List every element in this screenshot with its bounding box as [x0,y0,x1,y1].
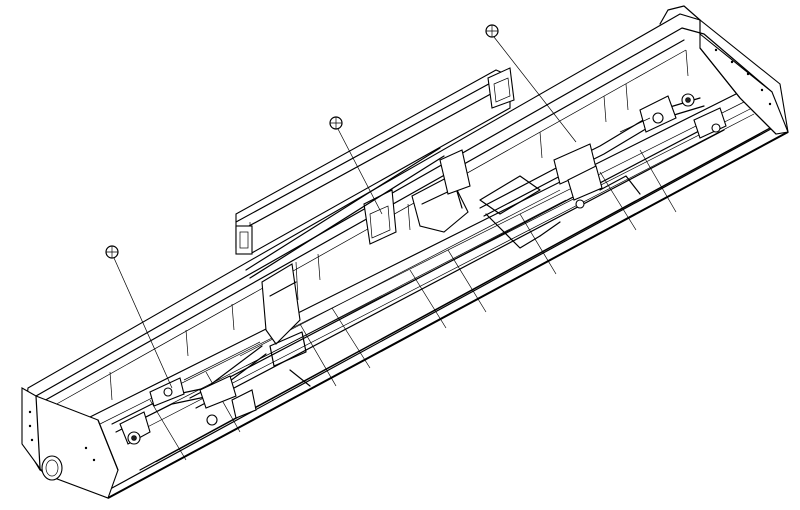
crosshair-icon [329,116,383,215]
wall-stiffeners [109,49,689,401]
reference-markers [105,24,577,389]
right-drive-linkage [479,93,727,217]
upper-support-beam [235,67,515,255]
front-lip [107,123,789,499]
floor-pan [79,91,755,461]
left-drive-linkage [111,331,311,445]
center-drive-assembly [245,147,561,345]
crosshair-icon [105,245,173,389]
rear-wall [21,5,789,499]
crosshair-icon [485,24,577,143]
left-end-panel [21,387,119,499]
right-end-panel [699,32,789,135]
